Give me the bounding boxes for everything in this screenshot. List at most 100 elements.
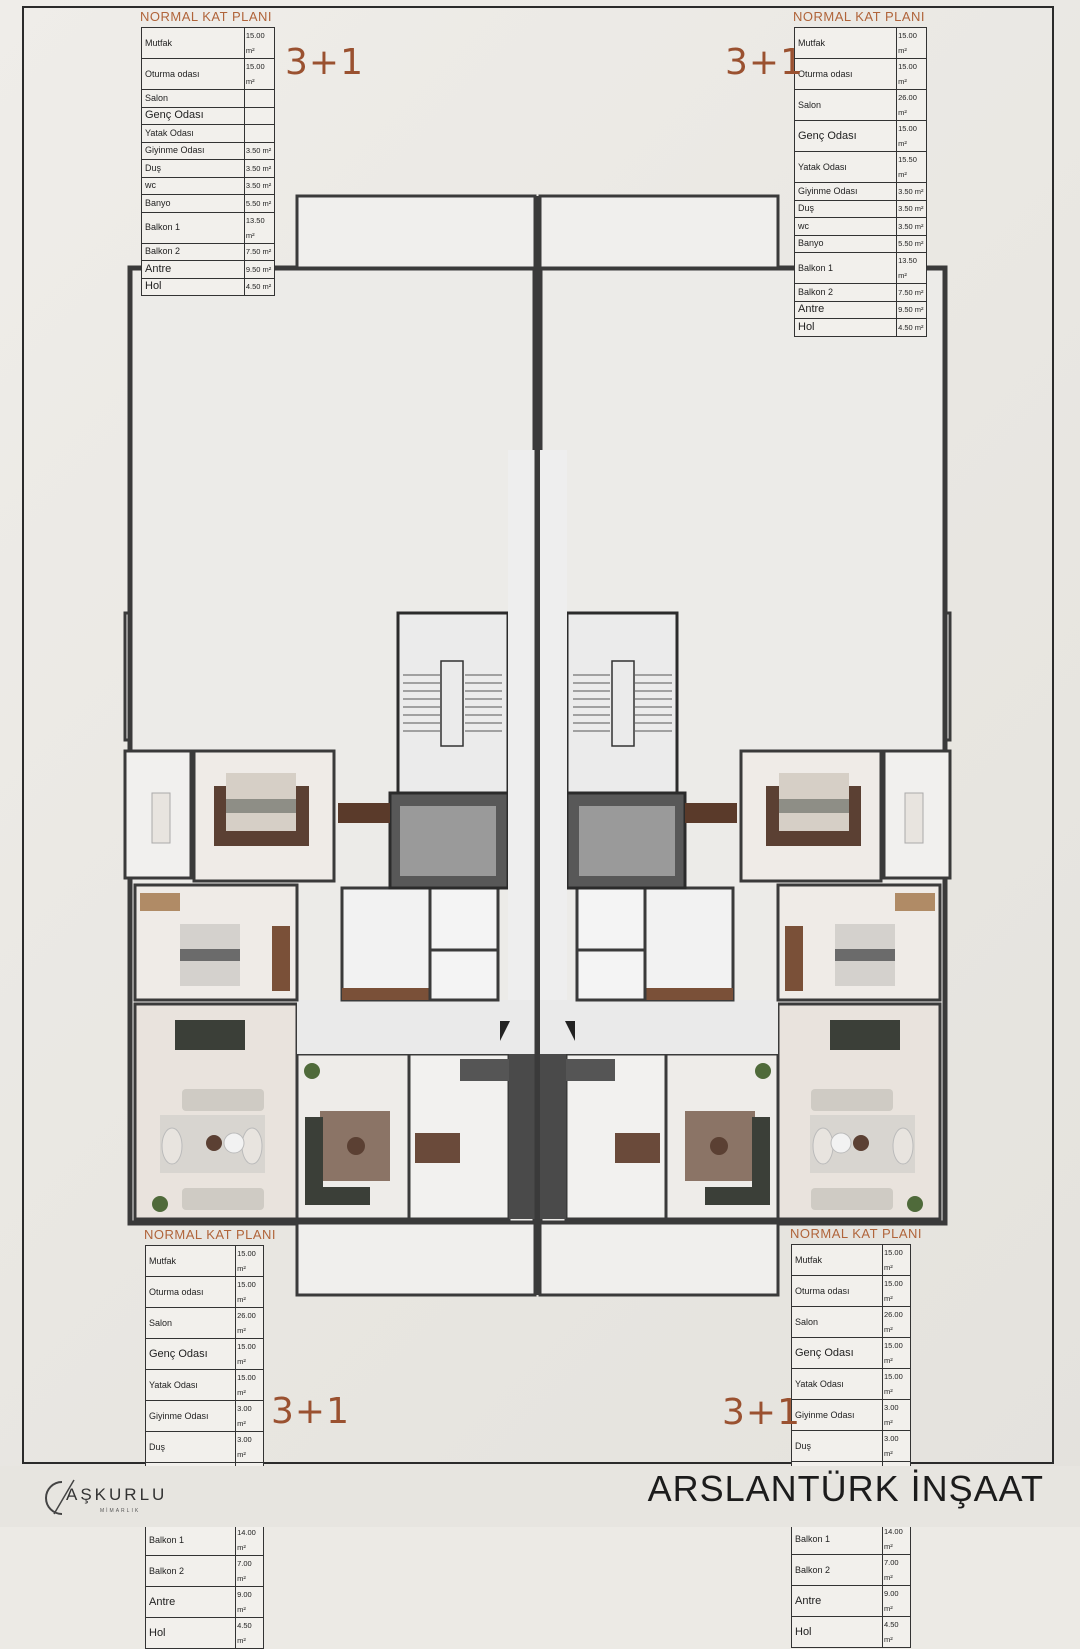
room-area: 7.50 m²	[243, 242, 276, 261]
room-name: Antre	[144, 1586, 237, 1618]
room-area: 15.00 m²	[235, 1245, 264, 1277]
room-name: Duş	[793, 199, 898, 218]
drawing-frame	[22, 6, 1054, 1464]
room-name: Salon	[144, 1307, 237, 1339]
room-name: Yatak Odası	[791, 1368, 883, 1400]
room-name: Mutfak	[144, 1245, 237, 1277]
floor-plan	[0, 0, 1080, 1527]
logo-mark-icon: AŞKURLU MİMARLIK	[45, 1479, 167, 1515]
room-area: 3.50 m²	[896, 182, 927, 201]
room-area: 3.50 m²	[243, 141, 276, 160]
room-name: Mutfak	[791, 1244, 883, 1276]
room-area	[243, 106, 276, 125]
architect-logo: AŞKURLU MİMARLIK	[40, 1476, 200, 1520]
room-name: Giyinme Odası	[141, 141, 245, 160]
room-area	[243, 124, 276, 143]
room-name: Antre	[793, 300, 898, 319]
room-area: 15.50 m²	[896, 151, 927, 183]
room-name: Giyinme Odası	[793, 182, 898, 201]
room-name: Yatak Odası	[144, 1369, 237, 1401]
room-area: 15.00 m²	[235, 1369, 264, 1401]
area-row: Yatak Odası	[141, 124, 276, 143]
room-area: 4.50 m²	[896, 318, 927, 337]
room-area: 3.00 m²	[235, 1431, 264, 1463]
room-name: Balkon 2	[144, 1555, 237, 1587]
room-area: 15.00 m²	[235, 1338, 264, 1370]
brand-name: ARSLANTÜRK İNŞAAT	[647, 1468, 1044, 1509]
room-area: 9.00 m²	[235, 1586, 264, 1618]
room-name: Giyinme Odası	[791, 1399, 883, 1431]
room-name: Antre	[791, 1585, 883, 1617]
room-name: Genç Odası	[793, 120, 898, 152]
room-name: Balkon 2	[141, 242, 245, 261]
room-name: Balkon 2	[793, 283, 898, 302]
room-area: 13.50 m²	[896, 252, 927, 284]
room-area: 3.50 m²	[243, 159, 276, 178]
logo-text: AŞKURLU	[66, 1485, 167, 1504]
plan-title-top-left: NORMAL KAT PLANI	[140, 9, 273, 24]
room-area: 15.00 m²	[896, 58, 927, 90]
room-name: Yatak Odası	[793, 151, 898, 183]
room-name: Hol	[793, 318, 898, 337]
room-name: Hol	[791, 1616, 883, 1648]
area-row: Genç Odası	[141, 106, 276, 125]
room-area: 7.00 m²	[881, 1554, 912, 1586]
unit-type-bottom-right: 3+1	[722, 1392, 801, 1433]
room-name: Duş	[791, 1430, 883, 1462]
room-name: Genç Odası	[141, 106, 245, 125]
room-area: 15.00 m²	[881, 1337, 912, 1369]
room-area: 5.50 m²	[243, 194, 276, 213]
room-name: Oturma odası	[793, 58, 898, 90]
room-name: Oturma odası	[791, 1275, 883, 1307]
room-name: Balkon 1	[793, 252, 898, 284]
room-area: 7.50 m²	[896, 283, 927, 302]
room-area: 7.00 m²	[235, 1555, 264, 1587]
room-area: 26.00 m²	[896, 89, 927, 121]
room-area: 9.00 m²	[881, 1585, 912, 1617]
room-area: 5.50 m²	[896, 234, 927, 253]
room-area: 15.00 m²	[881, 1244, 912, 1276]
plan-title-bottom-left: NORMAL KAT PLANI	[144, 1227, 277, 1242]
room-name: Salon	[791, 1306, 883, 1338]
unit-type-bottom-left: 3+1	[271, 1391, 350, 1432]
room-area: 14.00 m²	[881, 1523, 912, 1555]
room-area: 14.00 m²	[235, 1524, 264, 1556]
room-name: Balkon 1	[144, 1524, 237, 1556]
room-name: Hol	[144, 1617, 237, 1649]
room-name: Genç Odası	[144, 1338, 237, 1370]
room-name: wc	[793, 217, 898, 236]
room-area: 15.00 m²	[881, 1368, 912, 1400]
room-area: 26.00 m²	[235, 1307, 264, 1339]
room-area: 9.50 m²	[243, 260, 276, 279]
room-name: Balkon 1	[141, 211, 245, 244]
